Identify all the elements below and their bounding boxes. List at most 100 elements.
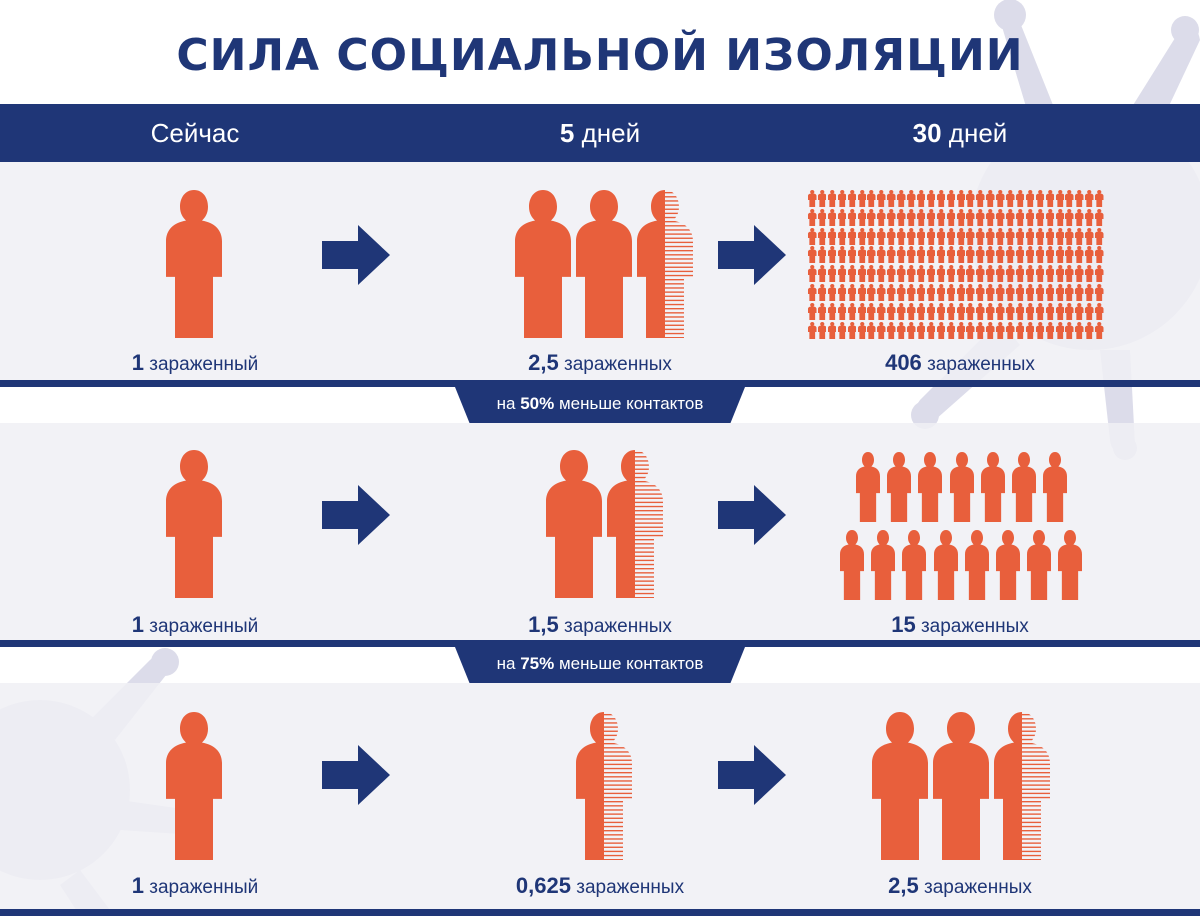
person-icon	[1095, 284, 1104, 301]
person-icon	[976, 284, 985, 301]
person-icon	[847, 190, 857, 207]
person-icon	[916, 190, 926, 207]
person-icon	[1025, 321, 1035, 339]
person-icon	[1085, 302, 1094, 320]
person-icon	[1095, 190, 1104, 207]
person-icon	[976, 246, 985, 264]
column-30-days: 30 дней	[810, 104, 1110, 162]
person-icon	[1025, 190, 1035, 207]
person-icon	[1025, 265, 1035, 283]
person-icon	[1065, 246, 1074, 264]
person-icon	[887, 208, 896, 226]
person-icon	[926, 265, 936, 283]
person-icon	[996, 246, 1005, 264]
person-icon	[907, 302, 916, 320]
person-icon	[857, 284, 866, 301]
person-icon	[808, 190, 817, 207]
person-icon	[976, 265, 985, 283]
column-30-days-unit: дней	[941, 118, 1008, 148]
person-icon	[933, 530, 958, 600]
person-icon	[1015, 302, 1025, 320]
person-icon	[837, 246, 847, 264]
person-icon	[994, 712, 1050, 860]
person-icon	[996, 530, 1020, 600]
person-icon	[887, 321, 896, 339]
person-icon	[887, 246, 896, 264]
person-icon	[996, 265, 1005, 283]
person-icon	[837, 190, 847, 207]
person-icon	[1045, 246, 1055, 264]
person-icon	[867, 246, 876, 264]
person-icon	[1006, 246, 1015, 264]
person-icon	[1025, 208, 1035, 226]
person-icon	[1035, 246, 1045, 264]
person-icon	[916, 208, 926, 226]
person-icon	[1095, 246, 1104, 264]
person-icon	[1065, 321, 1074, 339]
person-icon	[916, 227, 926, 245]
person-icon	[916, 302, 926, 320]
arrow-right-icon	[322, 745, 390, 805]
person-icon	[946, 321, 956, 339]
person-icon	[827, 284, 837, 301]
column-now: Сейчас	[45, 104, 345, 162]
person-icon	[897, 246, 906, 264]
person-icon	[1065, 227, 1074, 245]
person-icon	[936, 227, 946, 245]
person-icon	[1055, 321, 1064, 339]
person-icon	[1045, 190, 1055, 207]
person-icon	[1035, 284, 1045, 301]
person-icon	[986, 302, 995, 320]
person-icon	[857, 265, 866, 283]
label-row1-now: 1 зараженный	[131, 350, 259, 375]
person-icon	[926, 190, 936, 207]
person-icon	[1085, 208, 1094, 226]
person-icon	[1006, 302, 1015, 320]
person-icon	[847, 265, 857, 283]
person-icon	[827, 302, 837, 320]
tab-percent: 50%	[520, 394, 555, 413]
person-icon	[946, 246, 956, 264]
person-icon	[1025, 246, 1035, 264]
person-icon	[986, 208, 995, 226]
person-icon	[1025, 284, 1035, 301]
person-icon	[837, 227, 847, 245]
person-icon	[1025, 227, 1035, 245]
person-icon	[1015, 284, 1025, 301]
person-icon	[902, 530, 927, 600]
person-icon	[847, 227, 857, 245]
person-icon	[166, 712, 222, 860]
person-icon	[1006, 190, 1015, 207]
person-icon	[966, 265, 975, 283]
column-5-days-number: 5	[559, 118, 575, 148]
person-icon	[976, 302, 985, 320]
person-icon	[877, 302, 886, 320]
person-icon	[996, 321, 1005, 339]
person-icon	[1015, 321, 1025, 339]
person-icon	[966, 321, 975, 339]
person-icon	[637, 190, 693, 338]
label-row3-5-days: 0,625 зараженных	[515, 873, 685, 898]
row-divider	[0, 909, 1200, 916]
person-icon	[1085, 321, 1094, 339]
person-icon	[907, 190, 916, 207]
person-icon	[964, 530, 989, 600]
person-icon	[576, 190, 632, 338]
person-icon	[956, 227, 965, 245]
person-icon	[837, 302, 847, 320]
person-icon	[996, 227, 1005, 245]
person-icon	[986, 246, 995, 264]
person-icon	[1035, 227, 1045, 245]
person-icon	[966, 246, 975, 264]
person-icon	[976, 321, 985, 339]
person-icon	[1055, 190, 1064, 207]
person-icon	[887, 302, 896, 320]
person-icon	[837, 284, 847, 301]
person-icon	[867, 265, 876, 283]
person-icon	[877, 208, 886, 226]
person-icon	[817, 265, 827, 283]
person-icon	[1075, 265, 1084, 283]
person-icon	[1035, 302, 1045, 320]
person-icon	[946, 190, 956, 207]
